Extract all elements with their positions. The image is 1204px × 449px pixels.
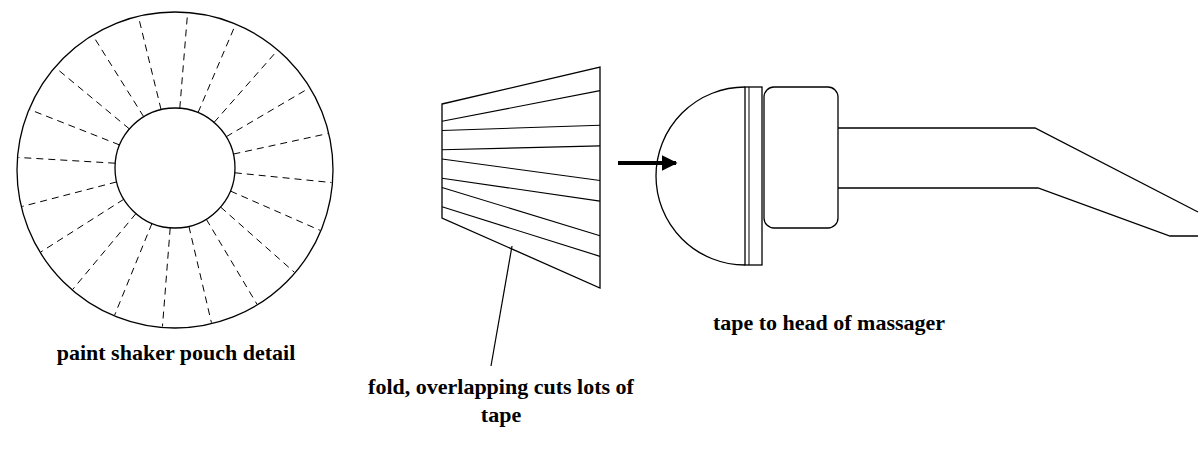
fold-line	[442, 159, 600, 181]
cut-line	[93, 36, 144, 117]
leader-line	[491, 246, 512, 366]
cut-line	[19, 157, 116, 163]
neck-collar	[764, 87, 838, 228]
cut-line	[233, 134, 327, 155]
cut-line	[214, 51, 277, 123]
cut-line	[206, 219, 257, 304]
cut-line	[30, 110, 120, 145]
direction-arrow	[618, 161, 676, 165]
cut-line	[56, 68, 130, 129]
cut-lines	[19, 14, 332, 327]
fold-line	[442, 178, 600, 201]
cut-line	[180, 14, 188, 109]
cut-line	[162, 228, 170, 327]
fold-line	[442, 188, 600, 236]
fold-line	[442, 146, 600, 150]
cut-line	[41, 199, 124, 252]
cut-line	[198, 25, 235, 113]
cut-line	[73, 214, 136, 290]
cut-line	[230, 191, 320, 230]
cut-line	[235, 173, 332, 183]
handle	[838, 128, 1198, 236]
cut-line	[139, 17, 162, 109]
fold-line	[442, 125, 600, 130]
outer-circle	[17, 12, 333, 328]
fold-line	[442, 91, 600, 122]
pouch-caption: paint shaker pouch detail	[57, 339, 296, 367]
massager	[656, 87, 1198, 265]
cone-outline	[442, 67, 600, 288]
fold-lines	[442, 91, 600, 257]
cut-line	[115, 223, 152, 315]
massager-caption: tape to head of massager	[713, 309, 945, 337]
inner-circle	[115, 108, 235, 228]
head-plate	[745, 87, 762, 265]
plate-edge	[749, 87, 750, 265]
folded-cone	[442, 67, 600, 288]
fold-line	[442, 207, 600, 257]
cone-note: fold, overlapping cuts lots of tape	[364, 373, 639, 429]
cut-line	[226, 88, 309, 137]
pouch-detail	[17, 12, 333, 328]
massager-head	[656, 87, 745, 265]
cut-line	[22, 182, 116, 207]
cut-line	[189, 226, 212, 322]
